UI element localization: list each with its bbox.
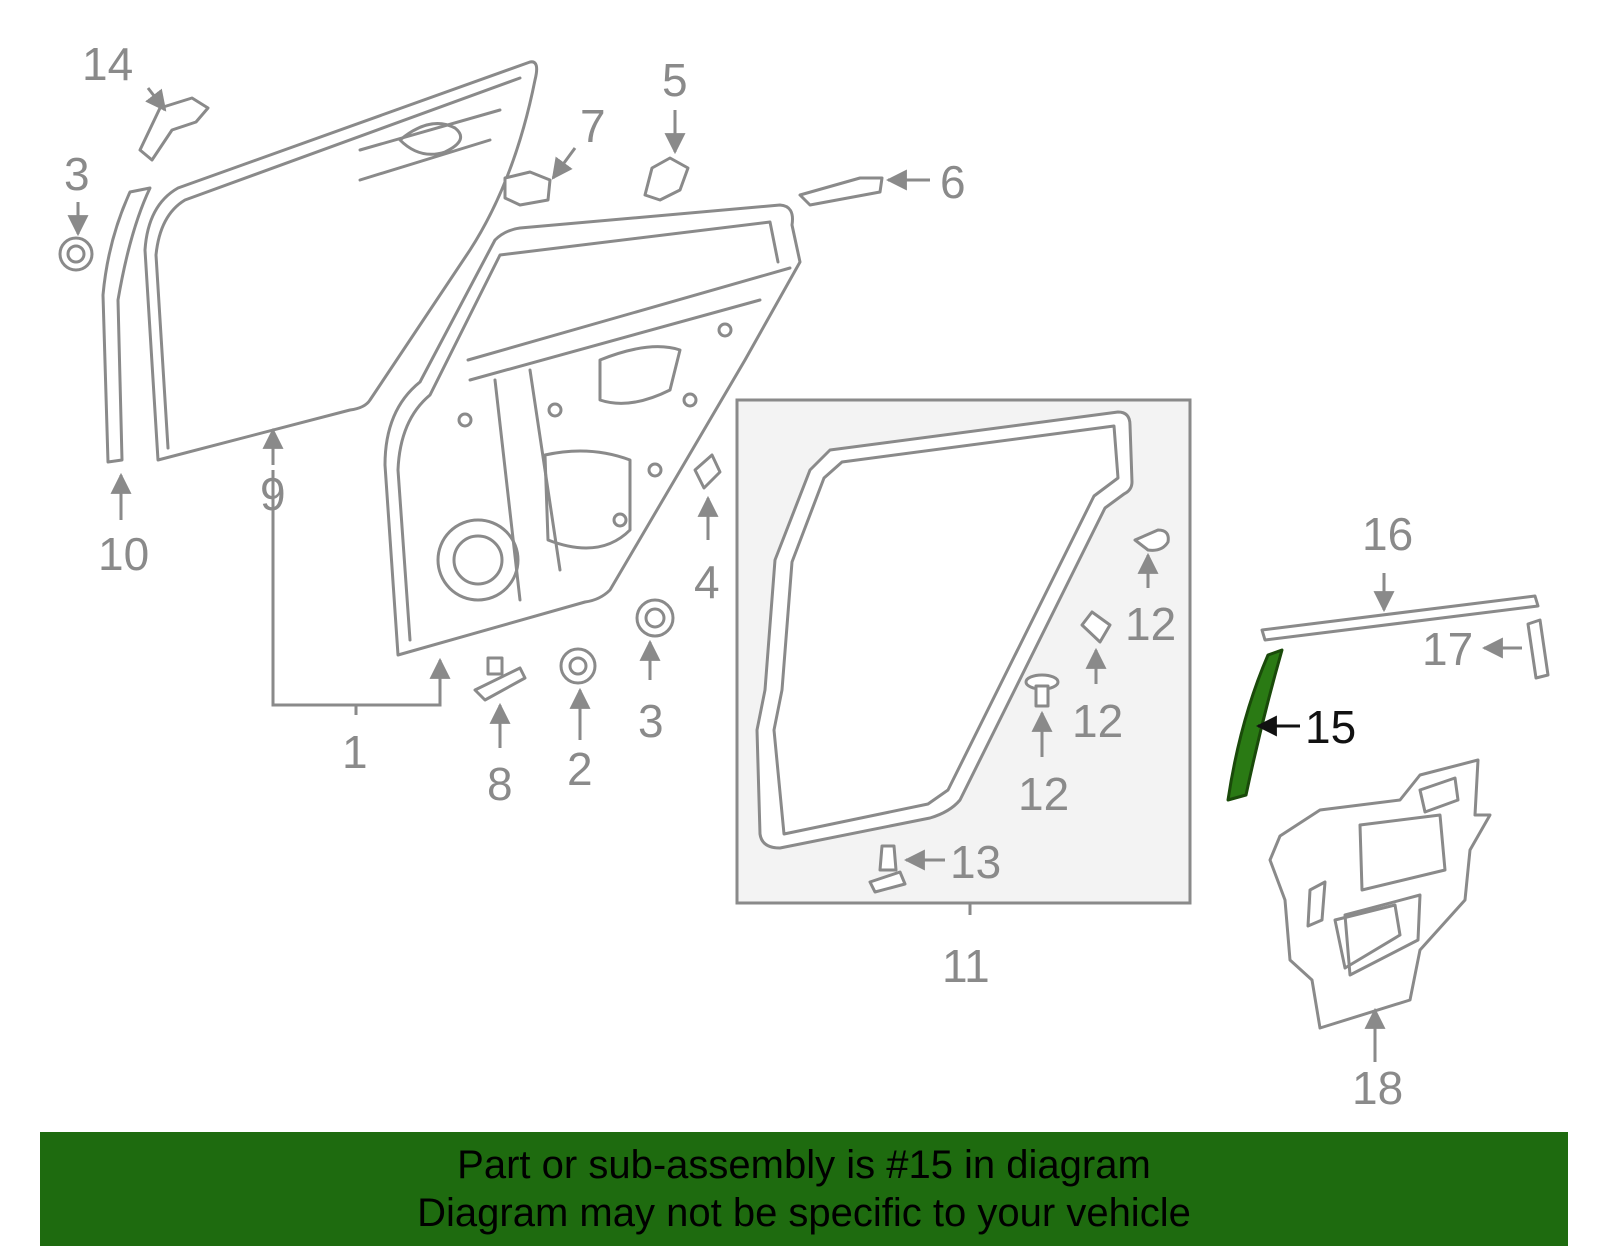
callout-3-right: 3 — [638, 695, 664, 747]
moulding-part-17 — [1526, 618, 1550, 680]
callout-16: 16 — [1362, 508, 1413, 560]
grommet-part-3-left — [58, 236, 94, 272]
garnish-part-15-highlighted — [1226, 648, 1284, 802]
handle-part-6 — [798, 176, 884, 207]
door-shell-part-1 — [383, 203, 802, 657]
weatherstrip-box-part-11 — [735, 398, 1192, 905]
info-banner: Part or sub-assembly is #15 in diagram D… — [40, 1132, 1568, 1246]
callout-5: 5 — [662, 54, 688, 106]
callout-15: 15 — [1305, 701, 1356, 753]
callout-17: 17 — [1422, 623, 1473, 675]
run-channel-part-10 — [101, 186, 152, 464]
callout-labels: 14 3 7 5 6 9 10 4 1 8 2 3 12 12 12 13 11… — [64, 38, 1473, 1114]
plug-part-4 — [693, 453, 722, 490]
panel-part-18 — [1268, 758, 1492, 1030]
clip-part-12-a — [1133, 528, 1170, 552]
callout-10: 10 — [98, 528, 149, 580]
callout-4: 4 — [694, 556, 720, 608]
callout-9: 9 — [260, 468, 286, 520]
callout-7: 7 — [580, 100, 606, 152]
clip-part-7 — [503, 170, 552, 207]
banner-line-disclaimer: Diagram may not be specific to your vehi… — [417, 1191, 1191, 1235]
callout-8: 8 — [487, 758, 513, 810]
clip-part-12-b — [1080, 610, 1112, 644]
banner-line-part-number: Part or sub-assembly is #15 in diagram — [457, 1143, 1151, 1187]
clip-part-13 — [868, 844, 907, 894]
callout-12-c: 12 — [1018, 768, 1069, 820]
callout-1: 1 — [342, 726, 368, 778]
bumper-part-14 — [138, 96, 210, 162]
moulding-part-16 — [1260, 594, 1540, 642]
callout-6: 6 — [940, 156, 966, 208]
clip-part-8 — [473, 656, 527, 702]
callout-14: 14 — [82, 38, 133, 90]
callout-13: 13 — [950, 836, 1001, 888]
callout-3-left: 3 — [64, 148, 90, 200]
plug-part-2 — [559, 647, 597, 685]
callout-2: 2 — [567, 743, 593, 795]
door-glass-part-9 — [143, 60, 539, 462]
callout-12-a: 12 — [1125, 598, 1176, 650]
bracket-part-5 — [643, 156, 690, 202]
clip-part-12-c — [1024, 673, 1060, 708]
leader-lines — [67, 87, 1522, 1062]
callout-11: 11 — [942, 940, 990, 992]
grommet-part-3-right — [635, 598, 675, 638]
callout-12-b: 12 — [1072, 695, 1123, 747]
callout-18: 18 — [1352, 1062, 1403, 1114]
